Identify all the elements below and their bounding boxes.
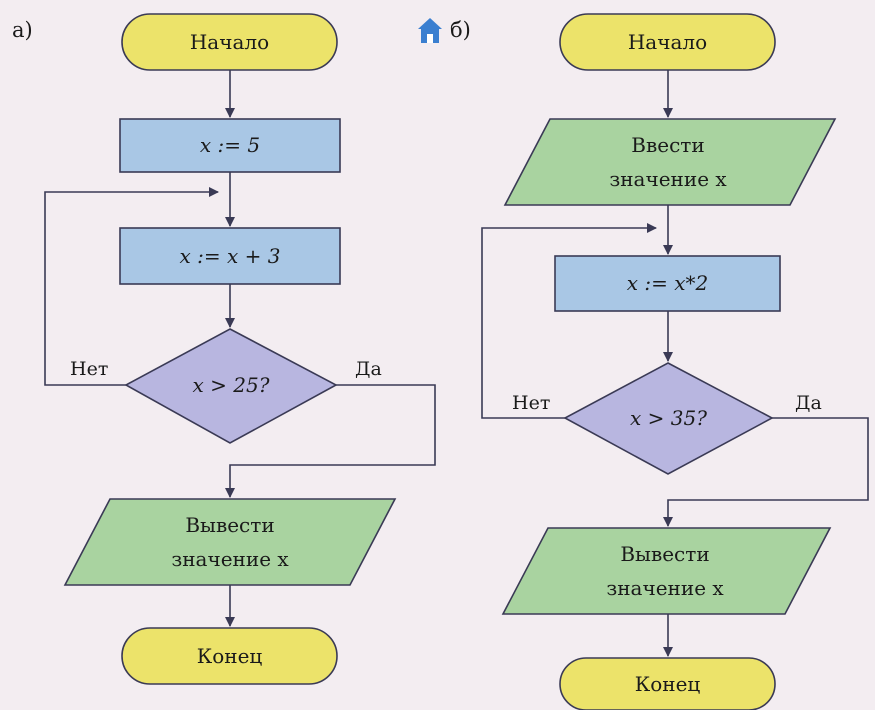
decision-diamond-a <box>124 328 338 444</box>
edge-b-no-loop <box>481 223 657 419</box>
part-label-a: а) <box>12 18 33 42</box>
edge-a-no-loop <box>44 187 219 386</box>
start-label-a: Начало <box>189 30 270 54</box>
increment-block-a <box>119 227 341 285</box>
flowchart-b <box>481 13 869 710</box>
flowchart-a <box>44 13 436 685</box>
output-label-b: Вывести значение x <box>606 542 724 600</box>
edge-b-yes <box>663 417 869 527</box>
home-icon <box>418 18 442 43</box>
multiply-block-b <box>554 255 781 312</box>
input-label-b: Ввести значение x <box>609 133 727 191</box>
decision-diamond-b <box>563 362 774 475</box>
end-label-a: Конец <box>196 644 263 668</box>
input-parallelogram-b <box>503 118 837 206</box>
output-parallelogram-a <box>63 498 397 586</box>
output-label-a: Вывести значение x <box>171 513 289 571</box>
no-label-b: Нет <box>512 392 551 414</box>
part-label-b: б) <box>450 18 471 42</box>
start-terminal-a <box>121 13 338 71</box>
end-terminal-b <box>559 657 776 710</box>
assign-label-a: x := 5 <box>199 133 261 157</box>
no-label-a: Нет <box>70 358 109 380</box>
edge-a-yes <box>225 384 436 498</box>
increment-label-a: x := x + 3 <box>179 244 281 268</box>
yes-label-a: Да <box>355 358 382 380</box>
output-parallelogram-b <box>501 527 832 615</box>
decision-label-a: x > 25? <box>192 373 270 397</box>
decision-label-b: x > 35? <box>630 406 707 430</box>
yes-label-b: Да <box>795 392 822 414</box>
end-terminal-a <box>121 627 338 685</box>
end-label-b: Конец <box>634 672 701 696</box>
start-terminal-b <box>559 13 776 71</box>
start-label-b: Начало <box>627 30 708 54</box>
assign-block-a <box>119 118 341 173</box>
multiply-label-b: x := x*2 <box>626 271 709 295</box>
